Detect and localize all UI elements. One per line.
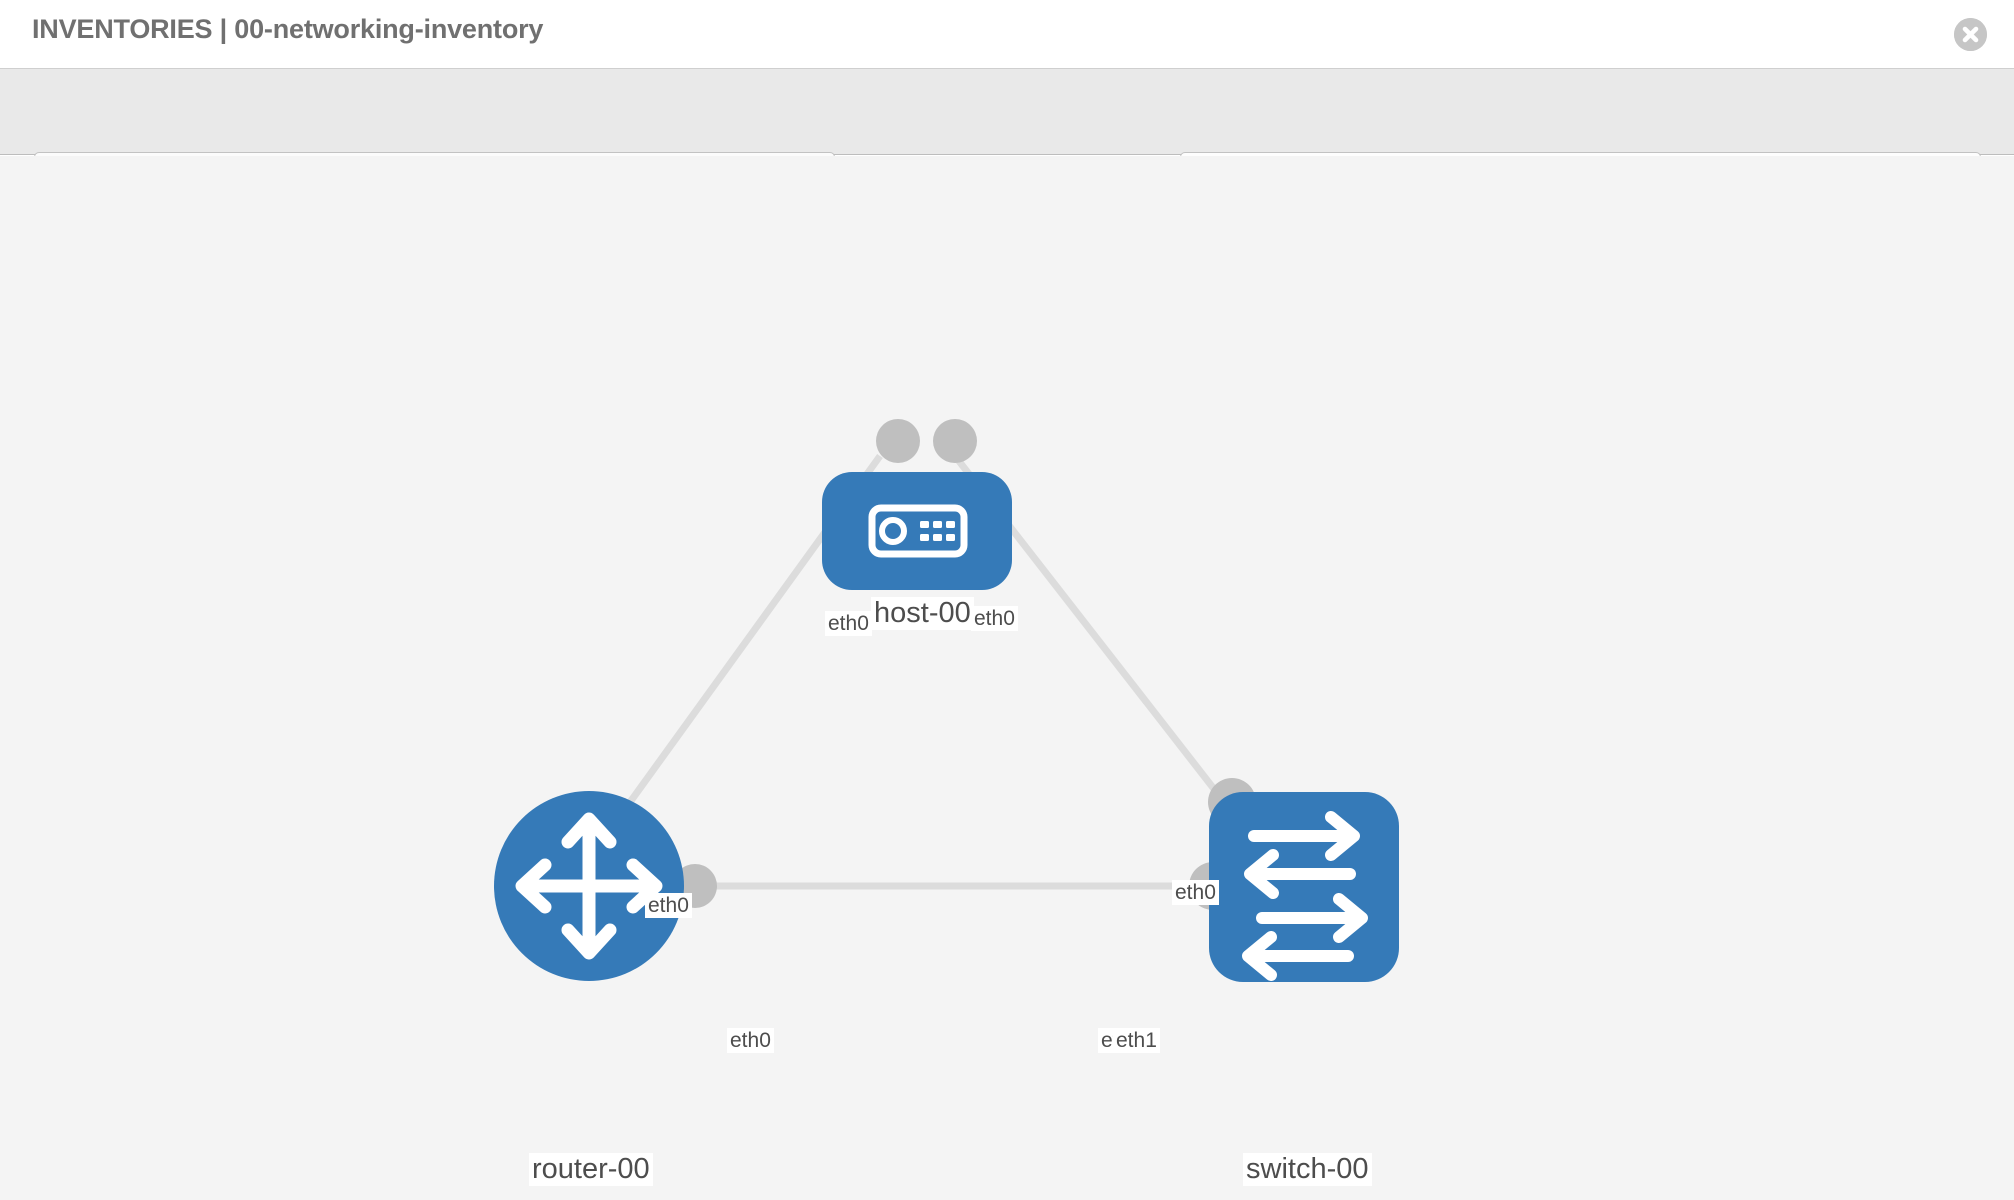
interface-label: eth0 [1172,880,1219,905]
switch-arrows-icon [1242,811,1368,981]
node-switch-00 [1209,792,1399,982]
router-arrows-icon [515,812,663,960]
node-label-switch: switch-00 [1243,1153,1372,1186]
server-icon-led [879,517,907,545]
server-icon-ports [920,521,955,541]
interface-nub-host-left [876,419,920,463]
page-header: INVENTORIES | 00-networking-inventory [0,0,2014,69]
node-host-00-shape [822,472,1012,590]
node-label-host: host-00 [871,597,974,630]
interface-label: eth0 [727,1028,774,1053]
interface-nub-host-right [933,419,977,463]
topology-graph [494,419,1399,982]
toolbar: ACTIONS SEARCH [0,69,2014,205]
interface-label: eth0 [825,611,872,636]
node-host-00 [822,472,1012,590]
interface-label: eth0 [645,893,692,918]
interface-label: eth0 [971,606,1018,631]
server-icon [868,504,968,558]
close-icon[interactable] [1954,18,1987,51]
node-router-00 [494,791,684,981]
page-title: INVENTORIES | 00-networking-inventory [32,14,544,44]
node-label-router: router-00 [529,1153,653,1186]
interface-label: eth1 [1113,1028,1160,1053]
topology-canvas[interactable]: eth0 eth0 eth0 eth0 eth0 eth0 eth1 host-… [0,156,2014,1200]
